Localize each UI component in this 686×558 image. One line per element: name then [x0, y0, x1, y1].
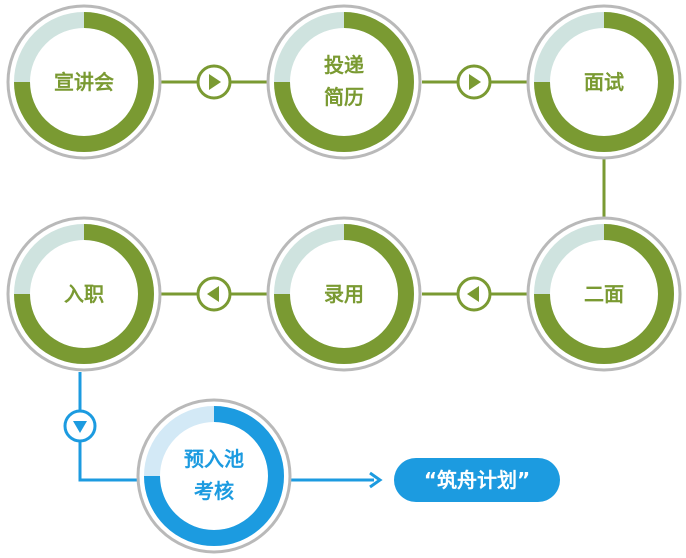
right-arrow-icon [456, 64, 492, 100]
connector-6-7 [78, 372, 140, 482]
step-label: 入职 [64, 282, 104, 306]
final-pill: “筑舟计划” [394, 458, 560, 502]
step-mianshi: 面试 [526, 4, 682, 160]
step-ermian: 二面 [526, 216, 682, 372]
step-label-line1: 预入池 [184, 447, 244, 471]
step-ruzhi: 入职 [6, 216, 162, 372]
step-luyong: 录用 [266, 216, 422, 372]
right-arrow-icon [196, 64, 232, 100]
final-label: “筑舟计划” [424, 468, 530, 492]
step-label: 面试 [584, 70, 624, 94]
step-toudi-jianli: 投递 简历 [266, 4, 422, 160]
down-arrow-icon [63, 409, 97, 443]
arrowhead-final [369, 471, 383, 489]
left-arrow-icon [196, 276, 232, 312]
step-label-line2: 简历 [324, 85, 364, 109]
step-label-line1: 投递 [324, 53, 364, 77]
step-xuanjianghui: 宣讲会 [6, 4, 162, 160]
step-label: 二面 [584, 282, 624, 306]
step-label: 录用 [324, 282, 364, 306]
step-label-line2: 考核 [194, 479, 234, 503]
left-arrow-icon [456, 276, 492, 312]
step-label: 宣讲会 [54, 70, 114, 94]
step-yuruchi-kaohe: 预入池 考核 [136, 398, 292, 554]
